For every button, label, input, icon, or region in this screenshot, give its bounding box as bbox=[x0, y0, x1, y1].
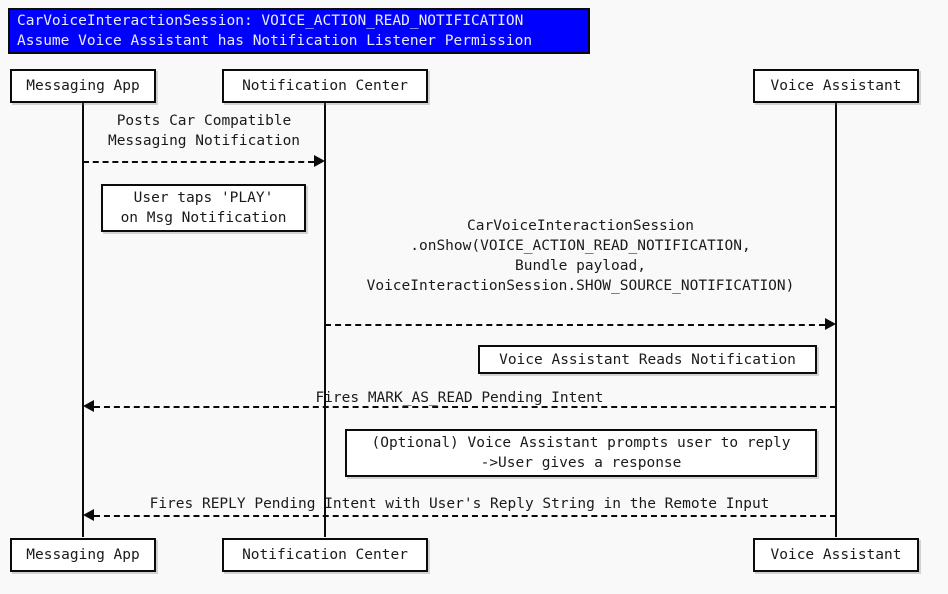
note-voice-assistant-reads-notification: Voice Assistant Reads Notification bbox=[478, 345, 817, 374]
participant-bottom-notification-center[interactable]: Notification Center bbox=[222, 538, 428, 572]
message-label-on-show-line-2: .onShow(VOICE_ACTION_READ_NOTIFICATION, bbox=[410, 238, 751, 254]
note-user-taps-play-line-1: User taps 'PLAY' bbox=[133, 190, 274, 206]
diagram-title-line-1: CarVoiceInteractionSession: VOICE_ACTION… bbox=[17, 13, 524, 29]
note-user-taps-play-line-2: on Msg Notification bbox=[120, 210, 287, 226]
message-line-fires-reply bbox=[94, 515, 836, 517]
arrowhead-right-on-show bbox=[825, 318, 836, 330]
note-optional-prompts-reply-line-2: ->User gives a response bbox=[480, 455, 682, 471]
participant-top-notification-center[interactable]: Notification Center bbox=[222, 69, 428, 103]
participant-bottom-messaging-app[interactable]: Messaging App bbox=[10, 538, 156, 572]
message-label-on-show-line-3: Bundle payload, bbox=[515, 258, 646, 274]
participant-top-voice-assistant[interactable]: Voice Assistant bbox=[753, 69, 919, 103]
message-label-fires-reply: Fires REPLY Pending Intent with User's R… bbox=[149, 496, 770, 512]
note-optional-voice-assistant-prompts-reply: (Optional) Voice Assistant prompts user … bbox=[345, 429, 817, 477]
message-label-fires-mark-as-read: Fires MARK_AS_READ Pending Intent bbox=[315, 390, 604, 406]
participant-top-messaging-app[interactable]: Messaging App bbox=[10, 69, 156, 103]
arrowhead-left-fires-reply bbox=[83, 509, 94, 521]
diagram-title-box: CarVoiceInteractionSession: VOICE_ACTION… bbox=[8, 8, 590, 54]
lifeline-voice-assistant bbox=[835, 103, 837, 537]
message-label-posts-car-compatible-line-2: Messaging Notification bbox=[107, 133, 301, 149]
message-label-on-show-line-1: CarVoiceInteractionSession bbox=[467, 218, 694, 234]
message-label-posts-car-compatible-line-1: Posts Car Compatible bbox=[116, 113, 292, 129]
note-voice-assistant-reads-notification-line-1: Voice Assistant Reads Notification bbox=[499, 351, 796, 368]
participant-bottom-voice-assistant[interactable]: Voice Assistant bbox=[753, 538, 919, 572]
message-label-on-show-line-4: VoiceInteractionSession.SHOW_SOURCE_NOTI… bbox=[366, 278, 795, 294]
arrowhead-right-posts-car-compatible bbox=[314, 155, 325, 167]
message-line-fires-mark-as-read bbox=[94, 406, 836, 408]
lifeline-notification-center bbox=[324, 103, 326, 537]
message-line-on-show bbox=[325, 324, 825, 326]
note-optional-prompts-reply-line-1: (Optional) Voice Assistant prompts user … bbox=[371, 435, 791, 451]
arrowhead-left-fires-mark-as-read bbox=[83, 400, 94, 412]
lifeline-messaging-app bbox=[82, 103, 84, 537]
message-line-posts-car-compatible bbox=[83, 161, 314, 163]
note-user-taps-play: User taps 'PLAY' on Msg Notification bbox=[101, 184, 306, 232]
diagram-title-line-2: Assume Voice Assistant has Notification … bbox=[17, 33, 533, 49]
